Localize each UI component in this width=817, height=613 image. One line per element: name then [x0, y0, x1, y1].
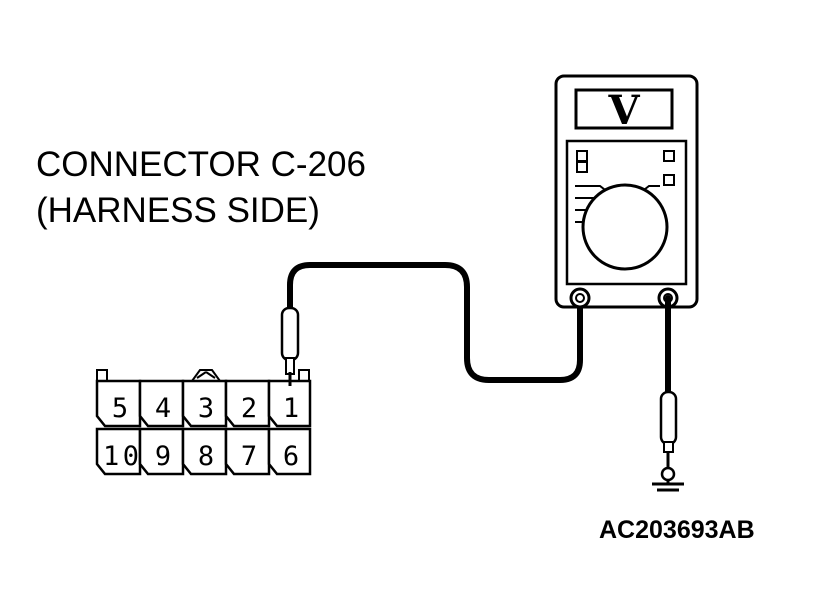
ground-symbol-icon — [652, 466, 684, 492]
pin-label: 7 — [241, 441, 257, 472]
pin-label: 5 — [112, 393, 128, 424]
multimeter-display — [574, 88, 674, 130]
connector-title-line1: CONNECTOR C-206 — [36, 145, 366, 184]
pin-cell — [181, 427, 228, 476]
pin-label: 1 — [283, 393, 299, 424]
test-lead-positive — [287, 262, 583, 383]
pin-label: 8 — [198, 441, 214, 472]
multimeter-rotary-dial — [581, 183, 669, 271]
connector-c206: 5 4 3 2 1 10 9 8 7 6 — [95, 369, 312, 476]
pin-cell — [181, 379, 228, 428]
pin-cell — [95, 427, 142, 476]
connector-lock-tab — [190, 369, 222, 382]
multimeter-icon: V — [554, 74, 699, 309]
test-lead-negative — [659, 295, 678, 468]
pin-cell — [267, 427, 312, 476]
pin-label: 3 — [198, 393, 214, 424]
pin-label: 9 — [155, 441, 171, 472]
test-probe-icon — [280, 306, 300, 386]
pin-cell — [224, 427, 271, 476]
pin-cell — [224, 379, 271, 428]
figure-code: AC203693AB — [599, 516, 755, 544]
pin-cell — [267, 379, 312, 428]
pin-label: 4 — [155, 393, 171, 424]
multimeter-jack-positive — [569, 287, 591, 309]
connector-bottom-row — [95, 427, 312, 476]
connector-title-line2: (HARNESS SIDE) — [36, 191, 320, 230]
pin-cell — [138, 379, 185, 428]
multimeter-mode-label: V — [607, 87, 640, 134]
pin-label: 6 — [283, 441, 299, 472]
pin-cell — [95, 379, 142, 428]
pin-label: 2 — [241, 393, 257, 424]
pin-cell — [138, 427, 185, 476]
connector-top-row — [95, 379, 312, 428]
